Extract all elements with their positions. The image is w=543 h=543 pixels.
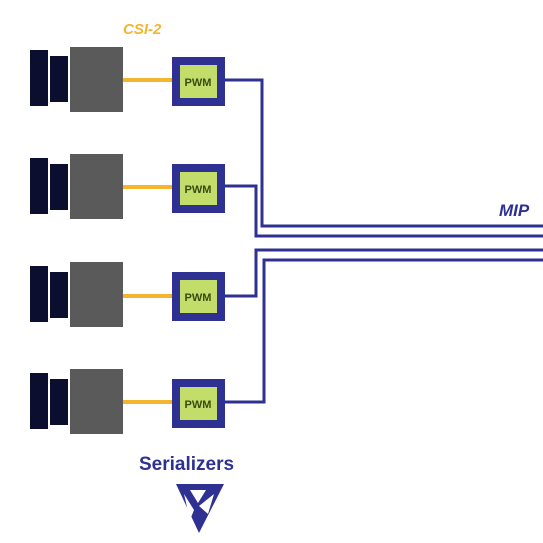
pwm-label: PWM (185, 399, 212, 411)
channel-1: PWM (30, 47, 225, 112)
csi-label: CSI-2 (123, 21, 162, 38)
pwm-label: PWM (185, 292, 212, 304)
mipi-label: MIP (499, 201, 530, 220)
wire-4 (225, 258, 543, 404)
wire-3 (225, 248, 543, 298)
serializers-logo-icon (176, 484, 224, 533)
wire-1 (225, 78, 543, 228)
channel-3: PWM (30, 262, 225, 327)
camera-icon (30, 369, 123, 434)
camera-icon (30, 47, 123, 112)
camera-icon (30, 262, 123, 327)
serializers-label: Serializers (139, 454, 234, 475)
camera-icon (30, 154, 123, 219)
pwm-block: PWM (172, 57, 225, 106)
pwm-block: PWM (172, 379, 225, 428)
wire-2 (225, 184, 543, 238)
channel-2: PWM (30, 154, 225, 219)
pwm-block: PWM (172, 164, 225, 213)
pwm-label: PWM (185, 184, 212, 196)
channel-4: PWM (30, 369, 225, 434)
pwm-block: PWM (172, 272, 225, 321)
output-wires (225, 78, 543, 404)
pwm-label: PWM (185, 77, 212, 89)
